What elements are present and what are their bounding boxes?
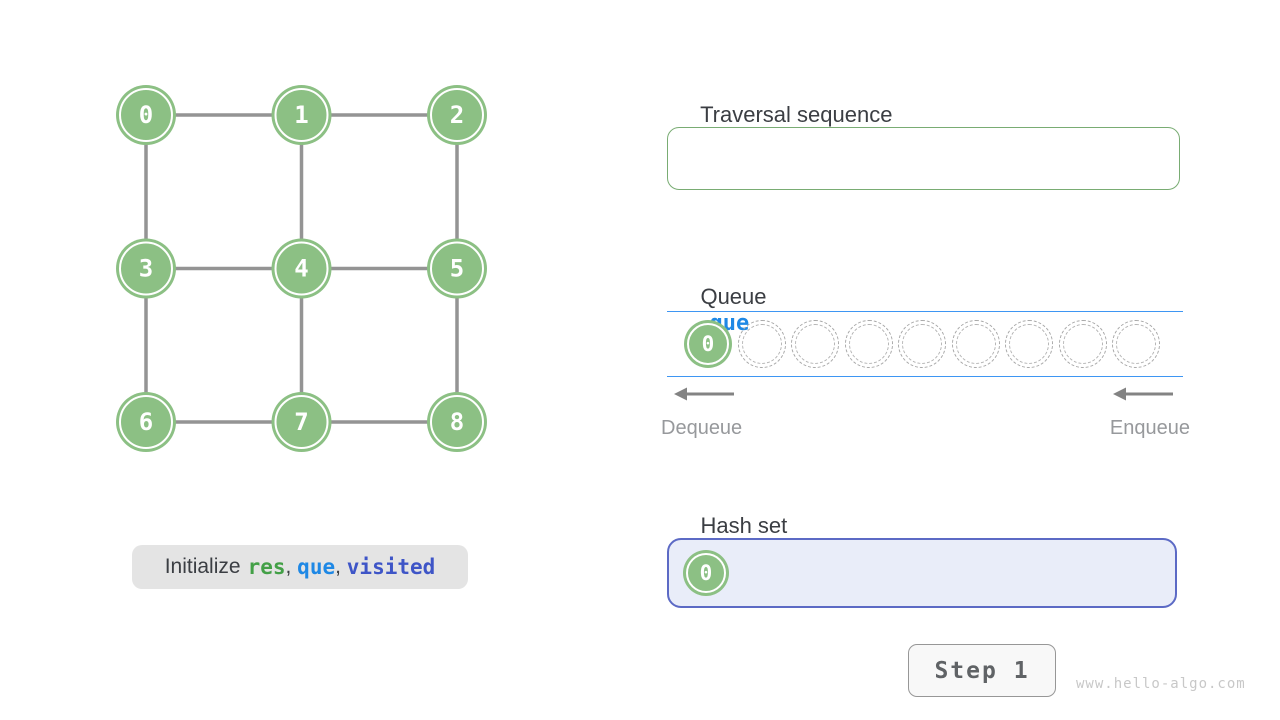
caption-prefix: Initialize (164, 555, 241, 578)
caption-separator: , (285, 555, 298, 578)
queue-cells: 0 (667, 311, 1183, 377)
res-title: Traversal sequence (700, 102, 893, 127)
dequeue-arrow-icon (674, 387, 734, 401)
graph-node-ring (274, 88, 329, 142)
enqueue-label: Enqueue (1109, 417, 1190, 439)
graph-node-label: 0 (139, 101, 153, 129)
queue-cell (898, 320, 946, 368)
queue-cell (1058, 320, 1107, 368)
queue-cell (1005, 320, 1053, 368)
traversal-sequence-box (667, 127, 1180, 190)
graph-node-ring (430, 395, 484, 449)
graph-node-circle (271, 85, 332, 145)
graph-node-label: 3 (139, 255, 153, 283)
visited-set-box: 0 (667, 538, 1177, 608)
graph-node-ring (119, 88, 173, 142)
graph-node: 4 (271, 238, 332, 299)
queue-cell (1112, 320, 1160, 368)
queue-cell (737, 320, 786, 368)
graph-node-circle (427, 392, 487, 452)
graph-node-label: 7 (294, 408, 308, 436)
caption: Initialize res , que , visited (132, 545, 468, 589)
queue-cell: 0 (684, 320, 732, 368)
graph-node-ring (119, 395, 173, 449)
graph-node-circle (427, 238, 487, 299)
graph-node-label: 5 (450, 255, 464, 283)
queue-cell (844, 320, 893, 368)
step-button[interactable]: Step 1 (908, 644, 1056, 697)
graph-node-ring (274, 241, 329, 296)
queue-cell (791, 320, 839, 368)
graph-node-label: 8 (450, 408, 464, 436)
graph-node-circle (271, 238, 332, 299)
graph-node-circle (116, 238, 176, 299)
graph-node-label: 2 (450, 101, 464, 129)
enqueue-arrow-icon (1113, 387, 1173, 401)
caption-separator: , (335, 555, 347, 578)
queue-cell (951, 320, 1000, 368)
graph-node-ring (274, 395, 329, 449)
graph-node-label: 6 (139, 408, 153, 436)
watermark: www.hello-algo.com (1076, 676, 1246, 692)
graph-node: 8 (427, 392, 487, 452)
graph-node-label: 1 (294, 101, 308, 129)
queue-cell-value: 0 (701, 332, 715, 356)
graph-node-ring (430, 241, 484, 296)
grid-graph: 0 1 2 3 4 5 6 7 8 (116, 85, 487, 452)
graph-node-circle (116, 85, 176, 145)
graph-node-circle (116, 392, 176, 452)
caption-var-res: res (247, 555, 286, 579)
graph-node: 2 (427, 85, 487, 145)
graph-node: 5 (427, 238, 487, 299)
dequeue-label: Dequeue (661, 417, 743, 439)
graph-node: 6 (116, 392, 176, 452)
queue-title: Queue (700, 284, 767, 309)
graph-node-circle (427, 85, 487, 145)
graph-node: 0 (116, 85, 176, 145)
caption-var-que: que (297, 555, 336, 579)
visited-title: Hash set (700, 513, 788, 538)
graph-node-ring (430, 88, 484, 142)
graph-node: 1 (271, 85, 332, 145)
visited-item: 0 (683, 550, 729, 596)
graph-node-circle (271, 392, 332, 452)
graph-node-ring (119, 241, 173, 296)
caption-var-visited: visited (346, 555, 436, 579)
graph-node: 3 (116, 238, 176, 299)
graph-node-label: 4 (294, 255, 308, 283)
graph-node: 7 (271, 392, 332, 452)
visited-item-value: 0 (699, 561, 713, 585)
